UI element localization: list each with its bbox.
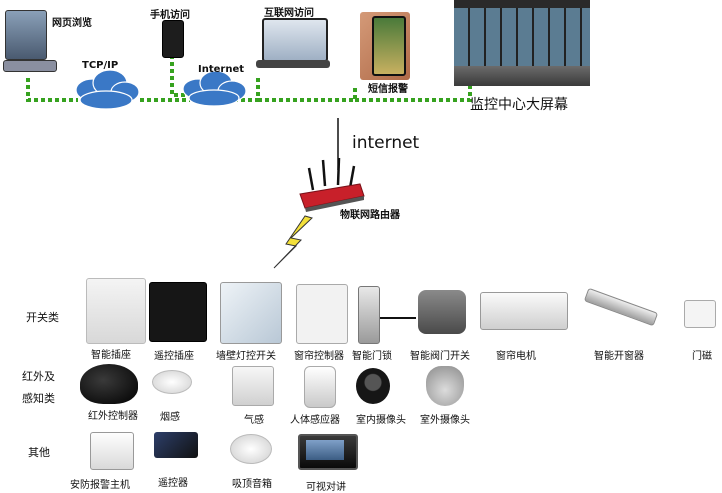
- security-alarm-host-image: [90, 432, 134, 470]
- label-sms-alarm: 短信报警: [368, 84, 408, 95]
- category-ir-line2: 感知类: [22, 392, 55, 405]
- label-video-intercom: 可视对讲: [306, 482, 346, 493]
- label-remote-socket: 遥控插座: [154, 351, 194, 362]
- label-smart-window-opener: 智能开窗器: [594, 351, 644, 362]
- outdoor-camera-image: [426, 366, 464, 406]
- label-tcpip: TCP/IP: [82, 60, 119, 71]
- door-sensor-image: [684, 300, 716, 328]
- label-iot-router: 物联网路由器: [340, 210, 400, 221]
- laptop-icon: [262, 18, 328, 62]
- label-indoor-camera: 室内摄像头: [356, 415, 406, 426]
- label-ir-controller: 红外控制器: [88, 411, 138, 422]
- remote-control-image: [154, 432, 198, 458]
- label-smart-socket: 智能插座: [91, 350, 131, 361]
- label-door-sensor: 门磁: [692, 351, 712, 362]
- label-smoke-sensor: 烟感: [160, 412, 180, 423]
- label-security-alarm-host: 安防报警主机: [70, 480, 130, 491]
- label-curtain-controller: 窗帘控制器: [294, 351, 344, 362]
- smartphone-screen-icon: [372, 16, 406, 76]
- category-other: 其他: [28, 446, 50, 459]
- label-outdoor-camera: 室外摄像头: [420, 415, 470, 426]
- ceiling-speaker-image: [230, 434, 272, 464]
- gas-sensor-image: [232, 366, 274, 406]
- smart-valve-switch-image: [418, 290, 466, 334]
- category-ir-line1: 红外及: [22, 370, 55, 383]
- monitor-wall-desks: [454, 66, 590, 86]
- cloud-icon-internet: [182, 70, 247, 107]
- video-intercom-screen-image: [306, 440, 344, 460]
- label-mobile-access: 手机访问: [150, 10, 190, 21]
- label-internet-cloud: Internet: [198, 64, 245, 75]
- wall-light-switch-image: [220, 282, 282, 344]
- indoor-camera-image: [356, 368, 390, 404]
- link-to-sms: [258, 86, 357, 102]
- label-internet-access: 互联网访问: [264, 8, 314, 19]
- desktop-computer-icon: [5, 10, 47, 60]
- label-smart-door-lock: 智能门锁: [352, 351, 392, 362]
- remote-socket-image: [149, 282, 207, 342]
- label-ceiling-speaker: 吸顶音箱: [232, 479, 272, 490]
- label-gas-sensor: 气感: [244, 415, 264, 426]
- keyboard-icon: [3, 60, 57, 72]
- laptop-base-icon: [256, 60, 330, 68]
- ir-controller-image: [80, 364, 138, 404]
- mobile-phone-icon: [162, 20, 184, 58]
- label-remote-control: 遥控器: [158, 478, 188, 489]
- cloud-icon-tcpip: [75, 69, 140, 110]
- body-sensor-image: [304, 366, 336, 408]
- label-web-browse: 网页浏览: [52, 18, 92, 29]
- smart-door-lock-image: [358, 286, 380, 344]
- label-curtain-motor: 窗帘电机: [496, 351, 536, 362]
- smart-socket-image: [86, 278, 146, 344]
- label-internet-link: internet: [352, 133, 420, 153]
- category-switch: 开关类: [26, 311, 59, 324]
- label-monitor-center: 监控中心大屏幕: [470, 97, 568, 113]
- label-wall-light-switch: 墙壁灯控开关: [216, 351, 276, 362]
- curtain-controller-image: [296, 284, 348, 344]
- label-smart-valve-switch: 智能阀门开关: [410, 351, 470, 362]
- smoke-sensor-image: [152, 370, 192, 394]
- label-body-sensor: 人体感应器: [290, 415, 340, 426]
- link-web-to-cloud: [26, 78, 78, 102]
- wireless-lightning-icon: [273, 215, 313, 269]
- curtain-motor-image: [480, 292, 568, 330]
- link-to-monitor: [355, 86, 472, 102]
